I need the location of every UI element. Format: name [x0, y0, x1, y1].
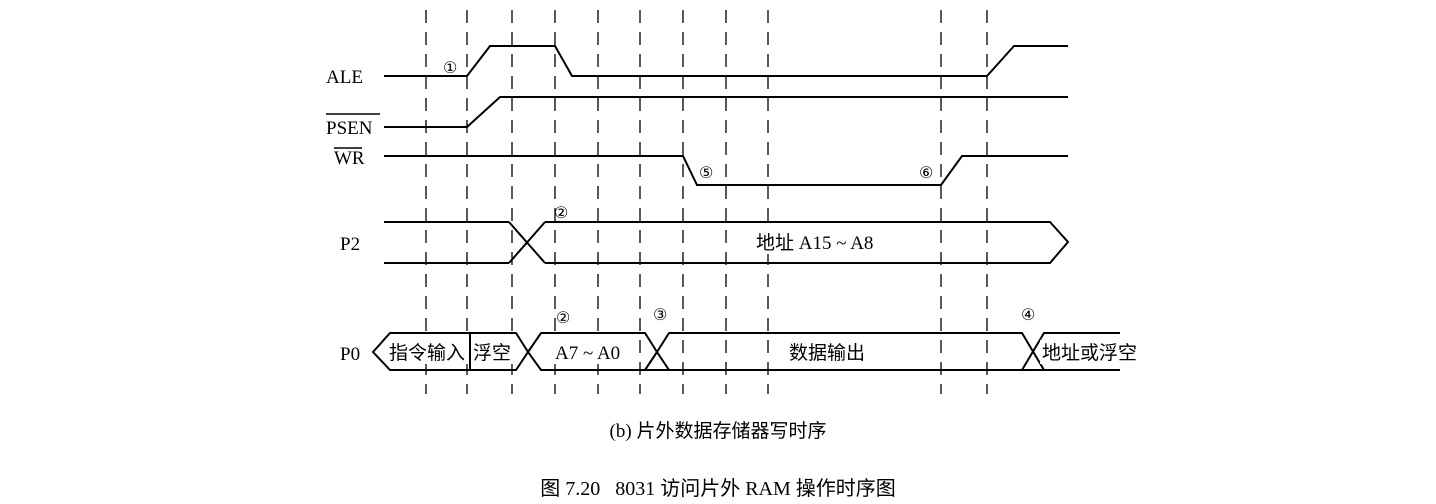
- p0-low-address-label: A7 ~ A0: [555, 343, 620, 364]
- p0-bus: [371, 332, 1120, 371]
- psen-waveform: [384, 96, 1068, 128]
- marker-6: ⑥: [919, 165, 933, 182]
- ale-waveform: [384, 45, 1068, 77]
- marker-2-p0: ②: [556, 310, 570, 327]
- signal-label-wr: WR: [334, 148, 365, 169]
- marker-5: ⑤: [699, 165, 713, 182]
- wr-waveform: [384, 155, 1068, 186]
- signal-label-p0: P0: [340, 344, 360, 365]
- marker-2-p2: ②: [554, 205, 568, 222]
- marker-4: ④: [1021, 307, 1035, 324]
- p2-address-label: 地址 A15 ~ A8: [756, 232, 873, 254]
- p0-data-output-label: 数据输出: [789, 342, 865, 364]
- timing-guides: [425, 10, 988, 394]
- p0-address-or-float-label: 地址或浮空: [1042, 342, 1137, 364]
- sub-caption: (b) 片外数据存储器写时序: [610, 420, 827, 442]
- p0-instruction-input-label: 指令输入: [389, 342, 465, 364]
- marker-1: ①: [443, 60, 457, 77]
- figure-caption: 图 7.20 8031 访问片外 RAM 操作时序图: [540, 477, 896, 500]
- signal-label-ale: ALE: [326, 67, 363, 88]
- signal-label-p2: P2: [340, 234, 360, 255]
- signal-label-psen: PSEN: [326, 118, 373, 139]
- p2-bus: [384, 221, 1070, 264]
- p0-float-label: 浮空: [473, 342, 511, 364]
- marker-3: ③: [653, 307, 667, 324]
